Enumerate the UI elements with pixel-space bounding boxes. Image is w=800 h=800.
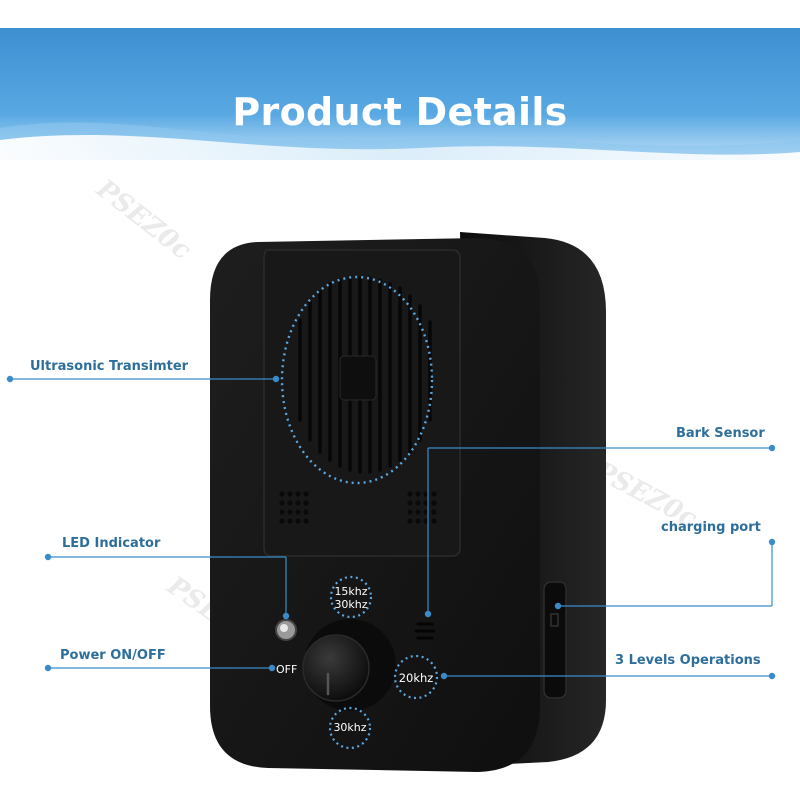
transmitter-highlight-ring [280, 275, 434, 485]
dial-mark-30khz-bottom: 30khz [333, 721, 367, 734]
usb-icon [550, 613, 559, 627]
dot-grille-right [407, 491, 437, 524]
page-title: Product Details [232, 90, 568, 134]
callout-bark-sensor: Bark Sensor [676, 426, 765, 441]
charging-port-cover [543, 581, 567, 699]
banner-wave-background [0, 28, 800, 160]
callout-three-levels: 3 Levels Operations [615, 653, 761, 668]
transducer-icon [339, 355, 377, 401]
bark-sensor-icon [414, 622, 436, 640]
dial-mark-20khz: 20khz [398, 671, 434, 685]
dial-mark-off: OFF [276, 663, 298, 676]
header-banner: Product Details [0, 28, 800, 160]
dial-mark-30khz-top: 30khz [334, 598, 368, 611]
callout-ultrasonic-transmitter: Ultrasonic Transimter [30, 359, 189, 374]
dot-grille-left [279, 491, 309, 524]
callout-led-indicator: LED Indicator [62, 536, 161, 551]
freq-highlight-top [329, 575, 373, 619]
freq-highlight-bottom [328, 706, 372, 750]
callout-charging-port: charging port [661, 520, 761, 535]
frequency-dial-knob[interactable] [302, 634, 370, 702]
dial-mark-15khz: 15khz [334, 585, 368, 598]
led-highlight [280, 624, 288, 632]
callout-power-switch: Power ON/OFF [60, 648, 166, 663]
freq-highlight-right [393, 654, 439, 700]
